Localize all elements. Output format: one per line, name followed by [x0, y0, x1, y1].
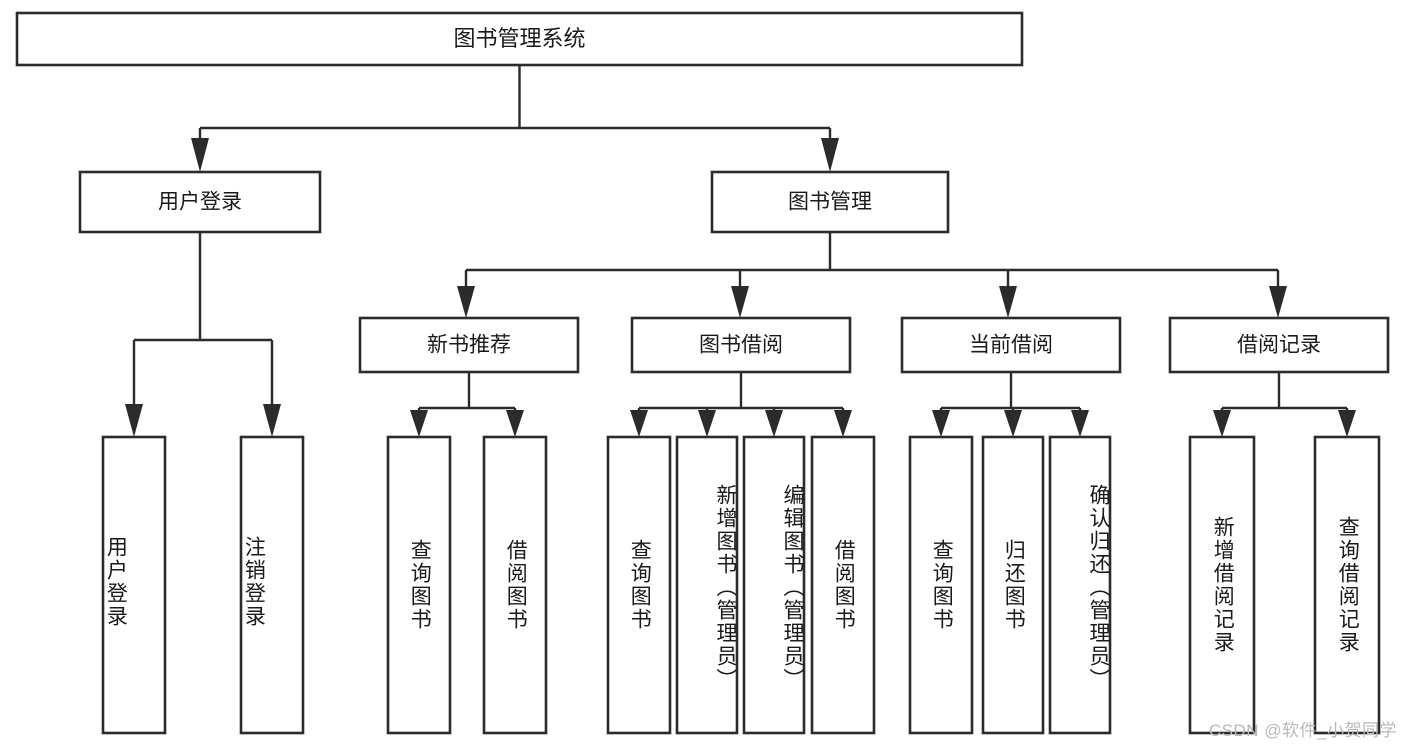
node-user-login-box[interactable]	[78, 170, 322, 234]
leaf-box-user-login[interactable]	[101, 435, 167, 735]
leaf-box-layer	[101, 435, 1381, 735]
arrowhead-leaf-edit-book	[765, 410, 783, 437]
node-new-book-recommend-label: 新书推荐	[427, 334, 511, 357]
leaf-box-query-book-3[interactable]	[908, 435, 974, 735]
arrowhead-leaf-confirm-return	[1071, 410, 1089, 437]
arrowhead-borrow-record	[1269, 286, 1287, 318]
node-borrow-record-label: 借阅记录	[1237, 334, 1321, 357]
node-book-borrow[interactable]: 图书借阅	[630, 316, 852, 374]
leaf-box-confirm-return[interactable]	[1048, 435, 1112, 735]
leaf-box-query-book-1[interactable]	[386, 435, 452, 735]
node-current-borrow-label: 当前借阅	[969, 334, 1053, 357]
leaf-box-add-borrow-record[interactable]	[1188, 435, 1256, 735]
node-book-borrow-box[interactable]	[630, 316, 852, 374]
node-book-manage[interactable]: 图书管理	[710, 170, 950, 234]
node-user-login-label: 用户登录	[158, 191, 242, 214]
arrowhead-leaf-query-book-1	[410, 410, 428, 437]
node-root-label: 图书管理系统	[453, 26, 585, 51]
arrowhead-leaf-borrow-book-2	[834, 410, 852, 437]
arrowhead-leaf-query-borrow-record	[1338, 410, 1356, 437]
arrowhead-leaf-query-book-2	[630, 410, 648, 437]
arrowhead-leaf-query-book-3	[932, 410, 950, 437]
node-user-login[interactable]: 用户登录	[78, 170, 322, 234]
arrowhead-leaf-user-login	[125, 404, 143, 437]
node-book-manage-box[interactable]	[710, 170, 950, 234]
node-current-borrow[interactable]: 当前借阅	[900, 316, 1122, 374]
leaf-box-borrow-book-1[interactable]	[482, 435, 548, 735]
leaf-box-logout-login[interactable]	[239, 435, 305, 735]
arrowhead-leaf-add-borrow-record	[1213, 410, 1231, 437]
leaf-box-return-book[interactable]	[981, 435, 1045, 735]
arrowhead-new-book-recommend	[457, 286, 475, 318]
csdn-watermark: CSDN @软件_小贺同学	[1208, 721, 1397, 740]
arrowhead-leaf-logout-login	[263, 404, 281, 437]
leaf-box-query-borrow-record[interactable]	[1313, 435, 1381, 735]
arrowhead-leaf-add-book	[698, 410, 716, 437]
leaf-box-query-book-2[interactable]	[606, 435, 672, 735]
node-new-book-recommend[interactable]: 新书推荐	[358, 316, 580, 374]
node-root-box[interactable]	[15, 11, 1024, 67]
leaf-box-borrow-book-2[interactable]	[810, 435, 876, 735]
arrowhead-book-manage	[821, 138, 839, 172]
node-new-book-recommend-box[interactable]	[358, 316, 580, 374]
leaf-box-edit-book[interactable]	[742, 435, 806, 735]
node-current-borrow-box[interactable]	[900, 316, 1122, 374]
node-borrow-record[interactable]: 借阅记录	[1168, 316, 1390, 374]
arrowhead-leaf-return-book	[1004, 410, 1022, 437]
arrowhead-leaf-borrow-book-1	[506, 410, 524, 437]
node-book-manage-label: 图书管理	[788, 191, 872, 214]
node-root[interactable]: 图书管理系统	[15, 11, 1024, 67]
connector-layer	[125, 65, 1356, 437]
arrowhead-current-borrow	[999, 286, 1017, 318]
node-book-borrow-label: 图书借阅	[699, 334, 783, 357]
node-borrow-record-box[interactable]	[1168, 316, 1390, 374]
leaf-box-add-book[interactable]	[675, 435, 739, 735]
arrowhead-book-borrow	[731, 286, 749, 318]
arrowhead-user-login	[191, 138, 209, 172]
